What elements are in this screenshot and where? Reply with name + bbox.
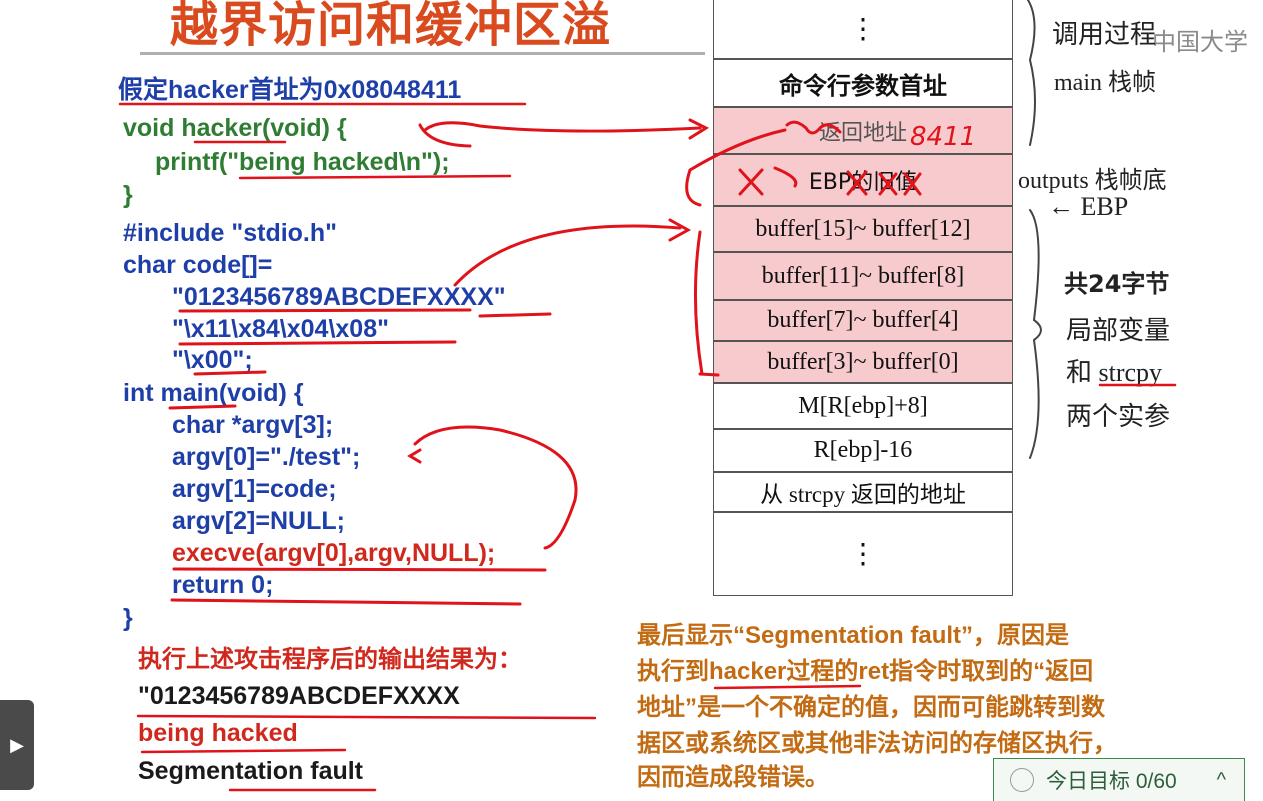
goal-progress-icon: [1010, 768, 1034, 792]
play-side-button[interactable]: ▶: [0, 700, 34, 790]
handwritten-8411: 8411: [910, 122, 976, 152]
code-line-14: execve(argv[0],argv,NULL);: [172, 539, 496, 567]
goal-label: 今日目标 0/60: [1046, 770, 1177, 793]
stack-cell-buffer-7-4: buffer[7]~ buffer[4]: [713, 300, 1013, 341]
code-line-15: return 0;: [172, 571, 274, 599]
code-line-9: int main(void) {: [123, 379, 304, 407]
stack-cell-ellipsis-top: ⋮: [713, 0, 1013, 59]
explanation-line-2: 执行到hacker过程的ret指令时取到的“返回: [637, 658, 1094, 685]
code-line-13: argv[2]=NULL;: [172, 507, 345, 535]
stack-cell-return-addr: 返回地址: [713, 107, 1013, 154]
explanation-line-5: 因而造成段错误。: [637, 764, 829, 791]
label-local-vars: 局部变量: [1066, 316, 1171, 345]
label-ebp: ← EBP: [1048, 192, 1129, 221]
code-line-7: "\x11\x84\x04\x08": [172, 315, 389, 343]
explanation-line-1: 最后显示“Segmentation fault”，原因是: [637, 622, 1070, 649]
stack-cell-argv: 命令行参数首址: [713, 59, 1013, 107]
code-line-4: #include "stdio.h": [123, 219, 338, 247]
code-line-16: }: [123, 604, 133, 632]
output-line-2: being hacked: [138, 719, 298, 747]
code-line-12: argv[1]=code;: [172, 475, 337, 503]
code-line-1: void hacker(void) {: [123, 114, 347, 142]
slide-title: 越界访问和缓冲区溢: [170, 0, 612, 52]
stack-cell-buffer-3-0: buffer[3]~ buffer[0]: [713, 341, 1013, 383]
code-line-6: "0123456789ABCDEFXXXX": [172, 283, 506, 311]
hacker-address-note: 假定hacker首址为0x08048411: [118, 76, 462, 104]
explanation-line-4: 据区或系统区或其他非法访问的存储区执行，: [637, 730, 1117, 757]
stack-cell-param-src: M[R[ebp]+8]: [713, 383, 1013, 429]
code-line-10: char *argv[3];: [172, 411, 334, 439]
label-main-frame: main 栈帧: [1054, 70, 1156, 96]
output-line-1: "0123456789ABCDEFXXXX: [138, 682, 460, 710]
code-line-11: argv[0]="./test";: [172, 443, 361, 471]
code-line-8: "\x00";: [172, 346, 253, 374]
play-icon: ▶: [10, 734, 24, 755]
label-24-bytes: 共24字节: [1064, 270, 1170, 298]
stack-cell-strcpy-ret: 从 strcpy 返回的地址: [713, 472, 1013, 512]
stack-cell-buffer-11-8: buffer[11]~ buffer[8]: [713, 252, 1013, 300]
code-line-5: char code[]=: [123, 251, 273, 279]
output-heading: 执行上述攻击程序后的输出结果为：: [138, 646, 522, 673]
chevron-up-icon[interactable]: ^: [1216, 768, 1226, 791]
explanation-line-3: 地址”是一个不确定的值，因而可能跳转到数: [637, 694, 1105, 721]
stack-cell-ellipsis-bottom: ⋮: [713, 512, 1013, 596]
label-two-params: 两个实参: [1066, 402, 1171, 431]
title-underline: [140, 52, 705, 55]
label-caller: 调用过程: [1052, 20, 1157, 49]
code-line-3: }: [123, 181, 133, 209]
label-outputs-bottom: outputs 栈帧底: [1018, 168, 1167, 194]
daily-goal-widget[interactable]: 今日目标 0/60 ^: [993, 758, 1245, 801]
label-and-strcpy: 和 strcpy: [1066, 358, 1163, 387]
output-line-3: Segmentation fault: [138, 757, 364, 785]
code-line-2: printf("being hacked\n");: [155, 148, 450, 176]
watermark: 中国大学: [1152, 28, 1248, 56]
stack-cell-param-dst: R[ebp]-16: [713, 429, 1013, 472]
stack-cell-buffer-15-12: buffer[15]~ buffer[12]: [713, 206, 1013, 252]
